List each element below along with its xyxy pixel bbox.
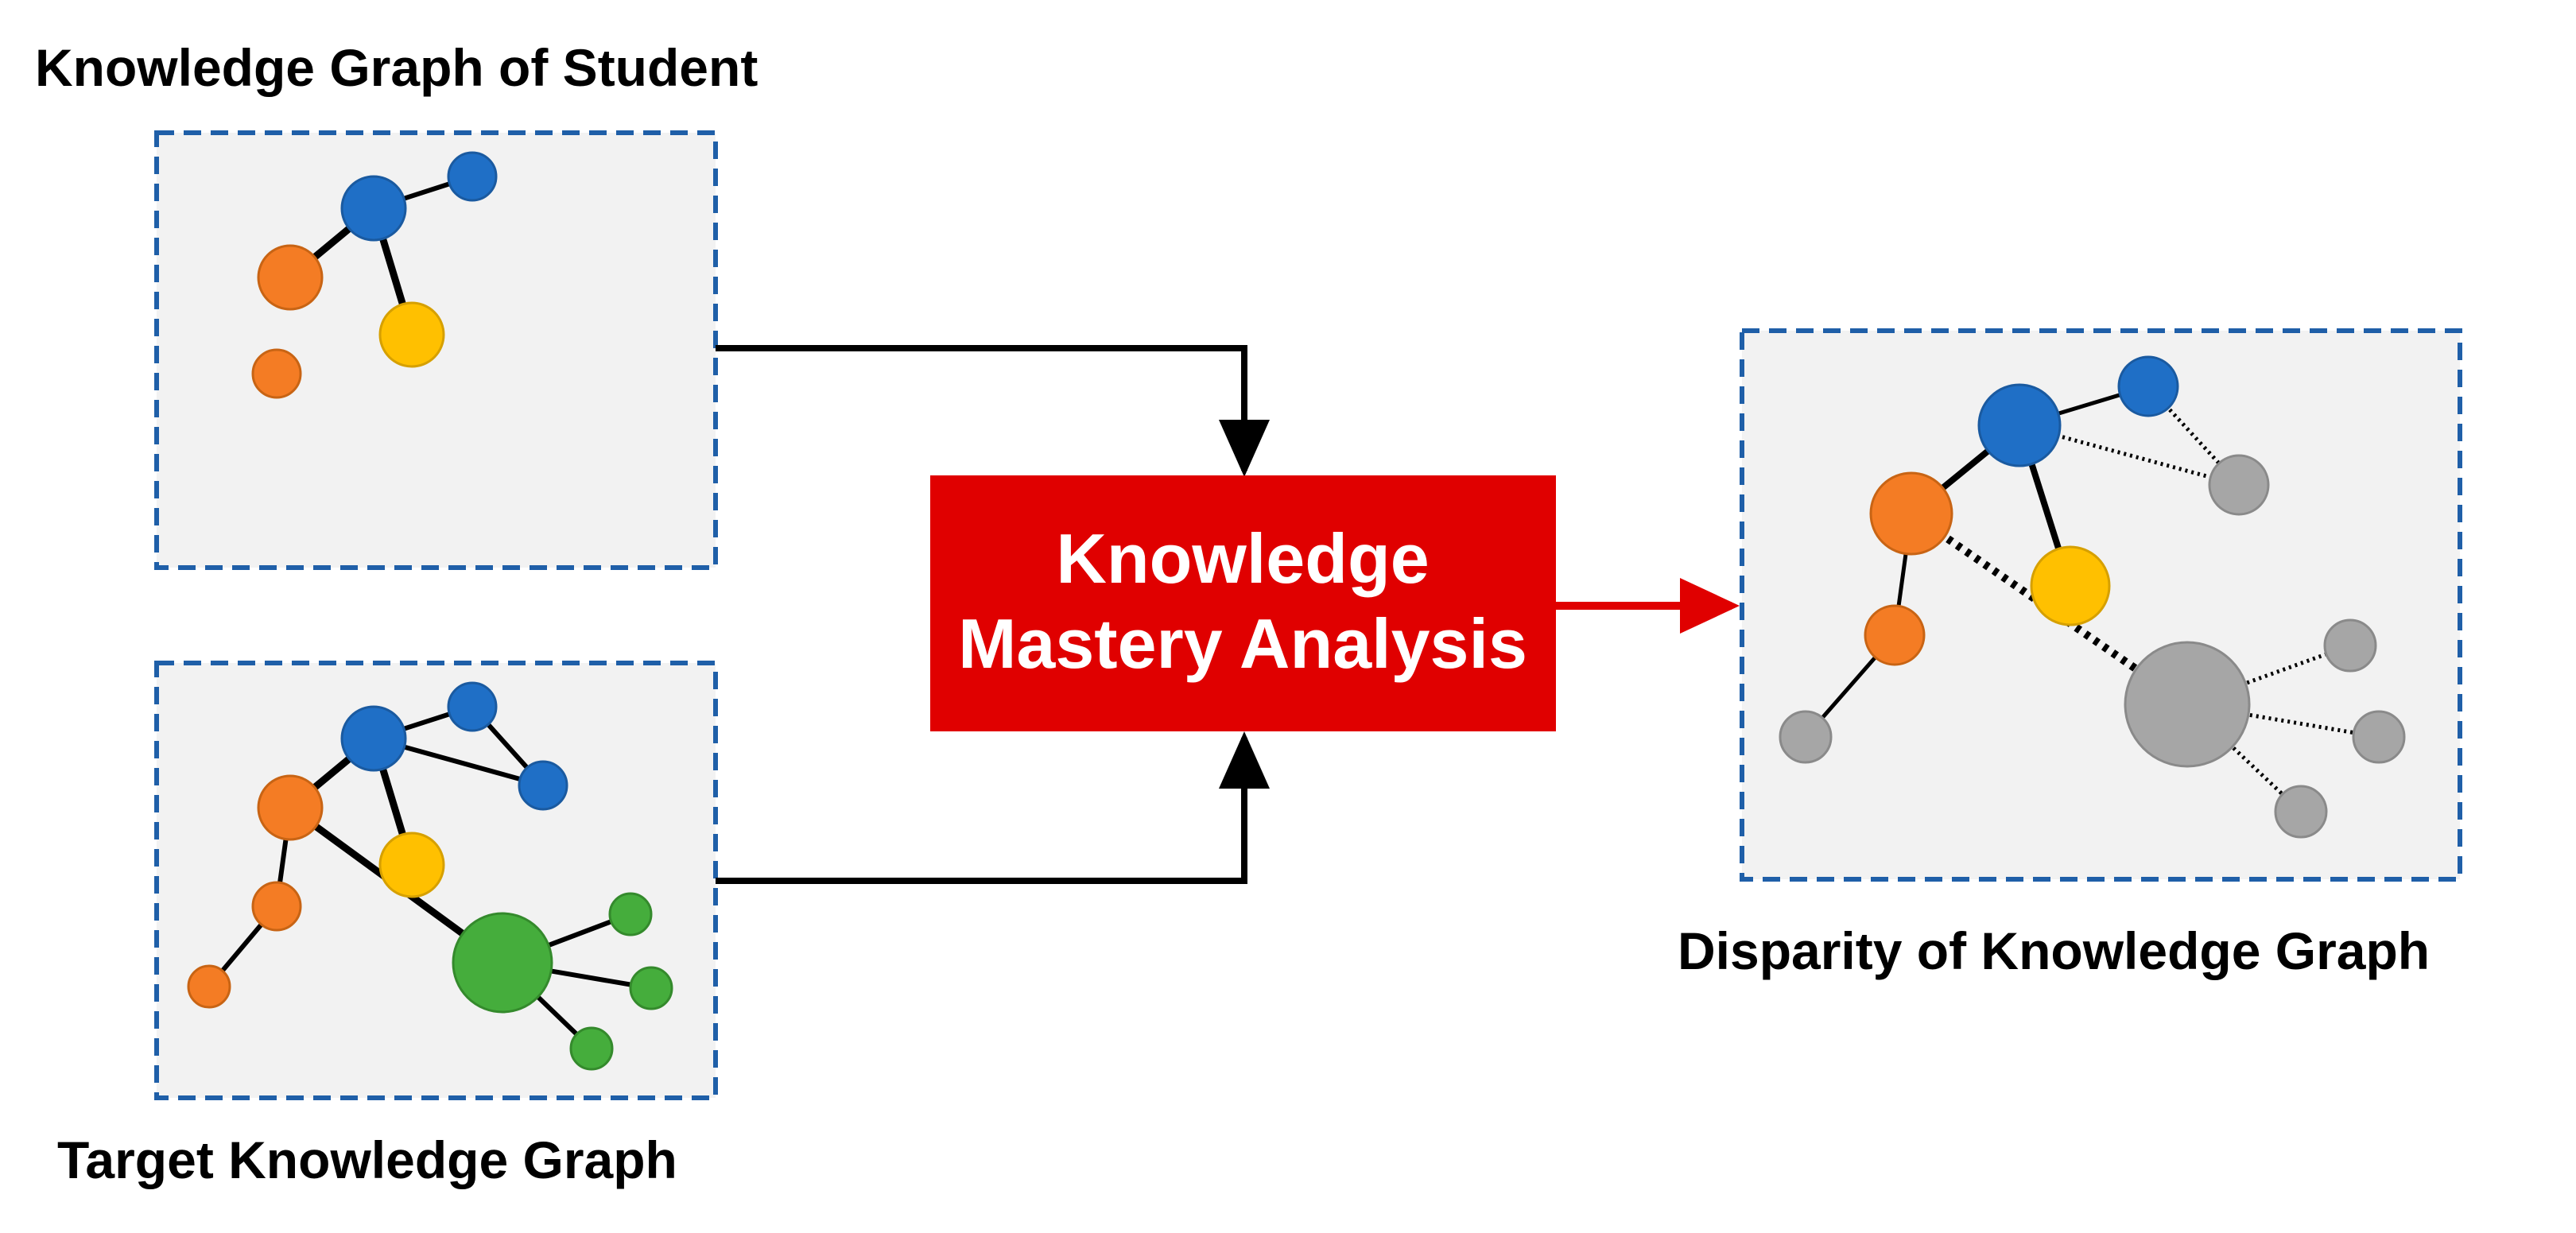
- disparity-node-orange-large: [1869, 471, 1953, 556]
- student-graph-panel: [154, 130, 718, 570]
- target-node-green-large: [452, 912, 553, 1014]
- target-node-green-2: [629, 966, 673, 1010]
- target-graph-nodes: [187, 681, 673, 1071]
- analysis-box-line2: Mastery Analysis: [958, 604, 1527, 683]
- student-graph-nodes: [251, 151, 498, 399]
- analysis-box: Knowledge Mastery Analysis: [930, 475, 1556, 731]
- student-to-analysis-arrow: [716, 345, 1270, 477]
- target-to-analysis-arrow: [716, 731, 1270, 884]
- student-node-yellow: [378, 301, 445, 368]
- target-graph-title: Target Knowledge Graph: [57, 1130, 677, 1189]
- target-node-orange-medium: [251, 881, 302, 932]
- disparity-node-blue-large: [1977, 383, 2062, 467]
- target-node-blue-large: [340, 705, 407, 772]
- disparity-node-gray-3: [2274, 785, 2328, 839]
- target-node-blue-right: [518, 760, 568, 811]
- student-node-blue-large: [340, 175, 407, 242]
- student-node-orange-small: [251, 348, 302, 399]
- disparity-node-yellow: [2030, 545, 2111, 626]
- disparity-graph-panel: [1740, 328, 2462, 882]
- student-graph-title: Knowledge Graph of Student: [35, 38, 758, 97]
- disparity-node-gray-left: [1779, 710, 1833, 764]
- target-node-blue-small: [447, 681, 498, 732]
- disparity-node-gray-large: [2124, 641, 2251, 768]
- target-node-green-1: [608, 892, 653, 936]
- input-connectors: [716, 345, 1270, 884]
- disparity-graph-title: Disparity of Knowledge Graph: [1678, 921, 2430, 980]
- target-node-orange-large: [257, 774, 324, 841]
- student-node-orange-large: [257, 244, 324, 311]
- target-node-green-3: [569, 1026, 614, 1071]
- disparity-node-orange-medium: [1864, 604, 1926, 666]
- student-node-blue-small: [447, 151, 498, 202]
- disparity-node-gray-1: [2323, 618, 2377, 673]
- disparity-node-blue-small: [2117, 355, 2179, 417]
- target-graph-panel: [154, 661, 718, 1100]
- analysis-box-line1: Knowledge: [1056, 519, 1429, 598]
- disparity-graph-nodes: [1779, 355, 2406, 839]
- target-node-yellow: [378, 832, 445, 898]
- target-node-orange-small: [187, 964, 231, 1009]
- disparity-node-gray-2: [2352, 710, 2406, 764]
- disparity-node-gray-top: [2208, 454, 2270, 516]
